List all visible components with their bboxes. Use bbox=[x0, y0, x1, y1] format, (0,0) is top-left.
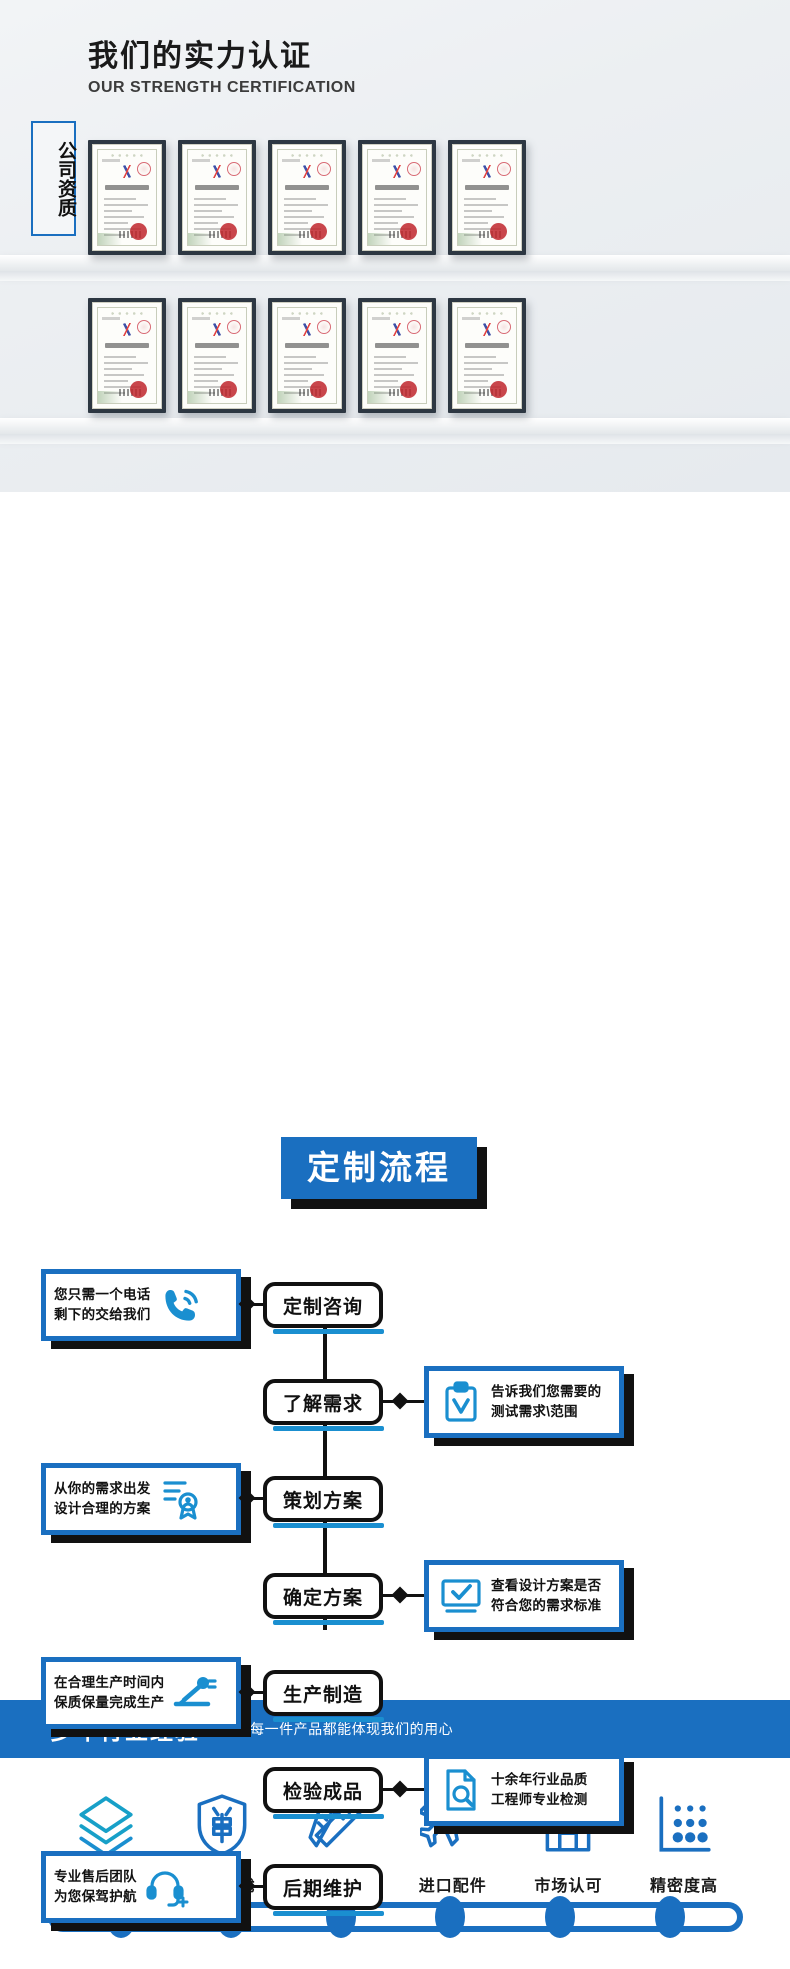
flow-step-label: 定制咨询 bbox=[282, 1296, 363, 1318]
flow-info-card-1: 您只需一个电话 剩下的交给我们 bbox=[41, 1269, 241, 1341]
process-flow-section: 定制流程 定制咨询 您只需一个电话 剩下的交给我们 了解需求 告诉我们您需要的 测… bbox=[0, 492, 790, 1931]
certificates-header: 我们的实力认证 OUR STRENGTH CERTIFICATION bbox=[88, 40, 356, 97]
certificate-frame bbox=[178, 298, 256, 413]
badge-person-icon bbox=[157, 1475, 205, 1523]
certificate-image bbox=[452, 144, 522, 251]
certificate-image bbox=[272, 144, 342, 251]
vertical-label-text: 公司资质 bbox=[55, 140, 76, 217]
flow-info-card-5: 在合理生产时间内 保质保量完成生产 bbox=[41, 1657, 241, 1729]
monitor-check-icon bbox=[437, 1572, 485, 1620]
flow-info-card-6: 十余年行业品质 工程师专业检测 bbox=[424, 1754, 624, 1826]
certificate-image bbox=[182, 144, 252, 251]
shelf-board-1 bbox=[0, 255, 790, 271]
feature-item-6: 精密度高 bbox=[636, 1790, 732, 1896]
flow-step-label: 了解需求 bbox=[282, 1393, 363, 1415]
flow-step-pill-3[interactable]: 策划方案 bbox=[263, 1476, 384, 1528]
flow-step-pill-5[interactable]: 生产制造 bbox=[263, 1670, 384, 1722]
experience-tagline-text: 每一件产品都能体现我们的用心 bbox=[250, 1721, 454, 1737]
shelf-lip-2 bbox=[0, 434, 790, 444]
machine-icon bbox=[170, 1669, 218, 1717]
flow-title: 定制流程 bbox=[281, 1137, 477, 1199]
certificate-image bbox=[92, 144, 162, 251]
certificate-image bbox=[362, 302, 432, 409]
shelf-lip-1 bbox=[0, 271, 790, 281]
flow-step-label: 确定方案 bbox=[282, 1587, 363, 1609]
flow-step-pill-4[interactable]: 确定方案 bbox=[263, 1573, 384, 1625]
certificate-frame bbox=[448, 298, 526, 413]
certificate-row-2 bbox=[88, 298, 526, 413]
flow-connector bbox=[246, 1497, 268, 1500]
flow-connector bbox=[246, 1691, 268, 1694]
phone-icon bbox=[157, 1281, 205, 1329]
flow-step-pill-6[interactable]: 检验成品 bbox=[263, 1767, 384, 1819]
flow-info-card-4: 查看设计方案是否 符合您的需求标准 bbox=[424, 1560, 624, 1632]
flow-info-card-2: 告诉我们您需要的 测试需求\范围 bbox=[424, 1366, 624, 1438]
page-title: 我们的实力认证 bbox=[88, 40, 312, 73]
certificate-image bbox=[362, 144, 432, 251]
shield-after-sales-icon bbox=[189, 1790, 255, 1860]
flow-info-card-3: 从你的需求出发 设计合理的方案 bbox=[41, 1463, 241, 1535]
flow-info-text: 十余年行业品质 工程师专业检测 bbox=[491, 1772, 588, 1807]
flow-title-wrap: 定制流程 bbox=[281, 1137, 487, 1209]
certificate-image bbox=[92, 302, 162, 409]
layers-icon bbox=[73, 1790, 139, 1860]
flow-step-label: 后期维护 bbox=[282, 1878, 363, 1900]
certificate-image bbox=[182, 302, 252, 409]
page-subtitle: OUR STRENGTH CERTIFICATION bbox=[88, 79, 356, 96]
flow-connector bbox=[246, 1885, 268, 1888]
certificate-image bbox=[272, 302, 342, 409]
shelf-board-2 bbox=[0, 418, 790, 434]
feature-label: 进口配件 bbox=[418, 1878, 487, 1895]
clipboard-check-icon bbox=[437, 1378, 485, 1426]
certificate-frame bbox=[268, 140, 346, 255]
certificate-frame bbox=[178, 140, 256, 255]
certificate-frame bbox=[358, 298, 436, 413]
document-search-icon bbox=[437, 1766, 485, 1814]
feature-label: 市场认可 bbox=[534, 1878, 603, 1895]
flow-info-text: 专业售后团队 为您保驾护航 bbox=[54, 1869, 137, 1904]
certificates-section: 我们的实力认证 OUR STRENGTH CERTIFICATION 公司资质 bbox=[0, 0, 790, 492]
flow-connector-diamond bbox=[391, 1392, 409, 1410]
flow-step-label: 生产制造 bbox=[282, 1684, 363, 1706]
flow-connector bbox=[246, 1303, 268, 1306]
headset-support-icon bbox=[143, 1863, 191, 1911]
certificate-image bbox=[452, 302, 522, 409]
flow-info-text: 查看设计方案是否 符合您的需求标准 bbox=[491, 1578, 602, 1613]
flow-step-pill-1[interactable]: 定制咨询 bbox=[263, 1282, 384, 1334]
flow-info-text: 告诉我们您需要的 测试需求\范围 bbox=[491, 1384, 602, 1419]
flow-info-text: 从你的需求出发 设计合理的方案 bbox=[54, 1481, 151, 1516]
flow-connector-diamond bbox=[391, 1586, 409, 1604]
feature-label: 精密度高 bbox=[649, 1878, 718, 1895]
certificate-frame bbox=[88, 140, 166, 255]
flow-step-label: 策划方案 bbox=[282, 1490, 363, 1512]
flow-info-text: 在合理生产时间内 保质保量完成生产 bbox=[54, 1675, 165, 1710]
flow-info-text: 您只需一个电话 剩下的交给我们 bbox=[54, 1287, 151, 1322]
certificate-frame bbox=[358, 140, 436, 255]
certificate-frame bbox=[268, 298, 346, 413]
flow-info-card-7: 专业售后团队 为您保驾护航 bbox=[41, 1851, 241, 1923]
flow-step-pill-7[interactable]: 后期维护 bbox=[263, 1864, 384, 1916]
certificate-frame bbox=[88, 298, 166, 413]
vertical-label-company-qualification: 公司资质 bbox=[31, 121, 79, 239]
flow-step-pill-2[interactable]: 了解需求 bbox=[263, 1379, 384, 1431]
precision-dots-icon bbox=[651, 1790, 717, 1860]
flow-step-label: 检验成品 bbox=[282, 1781, 363, 1803]
certificate-frame bbox=[448, 140, 526, 255]
certificate-row-1 bbox=[88, 140, 526, 255]
